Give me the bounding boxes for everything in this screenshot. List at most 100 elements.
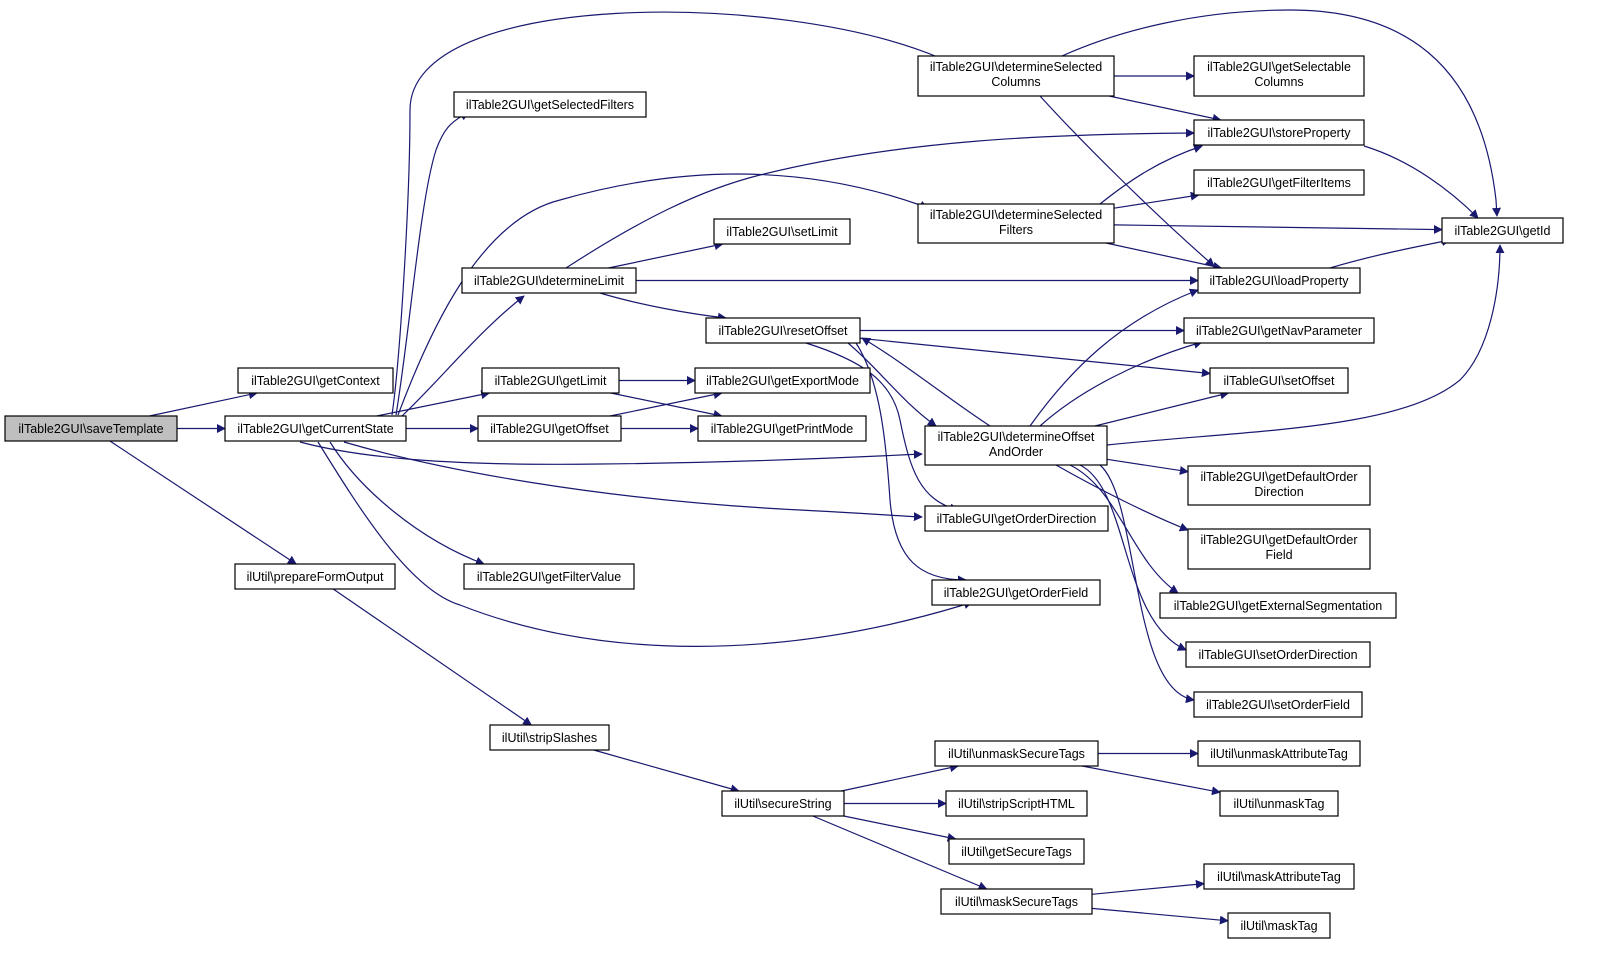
- node-label: ilTable2GUI\getFilterValue: [477, 570, 621, 584]
- node-box: [1193, 691, 1363, 718]
- node-getExternalSegmentation[interactable]: ilTable2GUI\getExternalSegmentation: [1159, 592, 1397, 619]
- node-getPrintMode[interactable]: ilTable2GUI\getPrintMode: [697, 415, 867, 442]
- node-unmaskTag[interactable]: ilUtil\unmaskTag: [1219, 790, 1339, 817]
- node-box: [237, 367, 394, 394]
- call-edge-secureString-to-unmaskSecureTags: [841, 763, 959, 792]
- call-edge-stripSlashes-to-secureString: [593, 749, 740, 794]
- node-getOffset[interactable]: ilTable2GUI\getOffset: [477, 415, 622, 442]
- node-label: Field: [1265, 548, 1292, 562]
- node-maskAttributeTag[interactable]: ilUtil\maskAttributeTag: [1203, 863, 1355, 890]
- node-box: [721, 790, 845, 817]
- node-label: Columns: [1254, 75, 1303, 89]
- node-label: ilTable2GUI\getDefaultOrder: [1200, 533, 1357, 547]
- node-getFilterValue[interactable]: ilTable2GUI\getFilterValue: [463, 563, 635, 590]
- node-box: [948, 838, 1085, 865]
- node-getSecureTags[interactable]: ilUtil\getSecureTags: [948, 838, 1085, 865]
- node-unmaskAttributeTag[interactable]: ilUtil\unmaskAttributeTag: [1197, 740, 1361, 767]
- node-getContext[interactable]: ilTable2GUI\getContext: [237, 367, 394, 394]
- node-getFilterItems[interactable]: ilTable2GUI\getFilterItems: [1193, 169, 1365, 196]
- call-edge-maskSecureTags-to-maskAttributeTag: [1091, 879, 1205, 895]
- node-getOrderDirection[interactable]: ilTableGUI\getOrderDirection: [924, 505, 1109, 532]
- node-storeProperty[interactable]: ilTable2GUI\storeProperty: [1193, 119, 1365, 146]
- node-loadProperty[interactable]: ilTable2GUI\loadProperty: [1197, 267, 1361, 294]
- node-box: [713, 218, 851, 245]
- node-label: ilTable2GUI\getId: [1455, 224, 1551, 238]
- node-stripSlashes[interactable]: ilUtil\stripSlashes: [489, 724, 610, 751]
- node-getOrderField[interactable]: ilTable2GUI\getOrderField: [931, 579, 1101, 606]
- call-edge-getCurrentState-to-getLimit: [376, 390, 491, 417]
- call-edge-determineLimit-to-setLimit: [608, 241, 724, 269]
- node-box: [1227, 912, 1331, 939]
- function-nodes: ilTable2GUI\saveTemplate ilTable2GUI\getC…: [4, 55, 1564, 939]
- node-setOrderDirection[interactable]: ilTableGUI\setOrderDirection: [1185, 641, 1371, 668]
- call-edge-getOffset-to-getExportMode: [610, 390, 723, 417]
- call-edge-determineOffsetAndOrder-to-resetOffset: [861, 337, 991, 427]
- node-box: [4, 415, 178, 442]
- node-box: [489, 724, 610, 751]
- call-edge-determineOffsetAndOrder-to-loadProperty: [1029, 288, 1199, 427]
- call-edge-resetOffset-to-getOrderField: [855, 342, 967, 585]
- node-label: ilTable2GUI\getContext: [251, 374, 380, 388]
- node-secureString[interactable]: ilUtil\secureString: [721, 790, 845, 817]
- node-label: ilUtil\secureString: [734, 797, 831, 811]
- call-edge-getCurrentState-to-getOrderField: [317, 441, 973, 647]
- node-box: [1197, 267, 1361, 294]
- node-label: ilTable2GUI\setOrderField: [1206, 698, 1350, 712]
- node-getCurrentState[interactable]: ilTable2GUI\getCurrentState: [224, 415, 407, 442]
- node-box: [1193, 169, 1365, 196]
- node-label: ilUtil\getSecureTags: [961, 845, 1071, 859]
- node-box: [934, 740, 1099, 767]
- call-edge-resetOffset-to-getOrderDirection: [805, 342, 959, 513]
- node-label: ilUtil\unmaskSecureTags: [948, 747, 1085, 761]
- call-edge-getCurrentState-to-getSelectedFilters: [395, 111, 469, 416]
- call-edge-saveTemplate-to-prepareFormOutput: [109, 440, 297, 565]
- call-edges: [109, 9, 1505, 925]
- node-label: ilUtil\stripScriptHTML: [958, 797, 1075, 811]
- node-label: ilTableGUI\setOffset: [1224, 374, 1335, 388]
- call-edge-determineLimit-to-resetOffset: [599, 292, 727, 322]
- node-saveTemplate[interactable]: ilTable2GUI\saveTemplate: [4, 415, 178, 442]
- node-stripScriptHTML[interactable]: ilUtil\stripScriptHTML: [945, 790, 1088, 817]
- node-box: [453, 91, 647, 118]
- node-box: [705, 317, 861, 344]
- node-unmaskSecureTags[interactable]: ilUtil\unmaskSecureTags: [934, 740, 1099, 767]
- node-setLimit[interactable]: ilTable2GUI\setLimit: [713, 218, 851, 245]
- node-setOffset[interactable]: ilTableGUI\setOffset: [1209, 367, 1349, 394]
- node-box: [1185, 641, 1371, 668]
- node-maskTag[interactable]: ilUtil\maskTag: [1227, 912, 1331, 939]
- node-getNavParameter[interactable]: ilTable2GUI\getNavParameter: [1183, 317, 1375, 344]
- call-edge-determineSelectedFilters-to-getFilterItems: [1113, 191, 1200, 209]
- node-box: [1193, 55, 1365, 97]
- call-edge-determineLimit-to-storeProperty: [565, 128, 1195, 269]
- node-label: ilTable2GUI\storeProperty: [1207, 126, 1351, 140]
- node-getSelectedFilters[interactable]: ilTable2GUI\getSelectedFilters: [453, 91, 647, 118]
- node-getLimit[interactable]: ilTable2GUI\getLimit: [481, 367, 620, 394]
- node-prepareFormOutput[interactable]: ilUtil\prepareFormOutput: [234, 563, 396, 590]
- node-box: [477, 415, 622, 442]
- node-determineLimit[interactable]: ilTable2GUI\determineLimit: [461, 267, 637, 294]
- call-edge-resetOffset-to-determineOffsetAndOrder: [847, 342, 937, 427]
- node-resetOffset[interactable]: ilTable2GUI\resetOffset: [705, 317, 861, 344]
- node-label: Direction: [1254, 485, 1303, 499]
- call-edge-secureString-to-getSecureTags: [843, 815, 957, 842]
- node-label: ilUtil\unmaskTag: [1233, 797, 1324, 811]
- node-getExportMode[interactable]: ilTable2GUI\getExportMode: [694, 367, 871, 394]
- node-label: ilUtil\maskTag: [1240, 919, 1317, 933]
- node-label: ilTableGUI\getOrderDirection: [937, 512, 1097, 526]
- call-edge-getCurrentState-to-determineOffsetAndOrder: [299, 441, 923, 465]
- node-maskSecureTags[interactable]: ilUtil\maskSecureTags: [940, 888, 1093, 915]
- node-box: [694, 367, 871, 394]
- node-getId[interactable]: ilTable2GUI\getId: [1441, 217, 1564, 244]
- node-setOrderField[interactable]: ilTable2GUI\setOrderField: [1193, 691, 1363, 718]
- node-label: AndOrder: [989, 445, 1043, 459]
- call-edge-prepareFormOutput-to-stripSlashes: [332, 588, 533, 726]
- node-label: ilUtil\maskSecureTags: [955, 895, 1078, 909]
- node-box: [945, 790, 1088, 817]
- node-label: ilTableGUI\setOrderDirection: [1198, 648, 1357, 662]
